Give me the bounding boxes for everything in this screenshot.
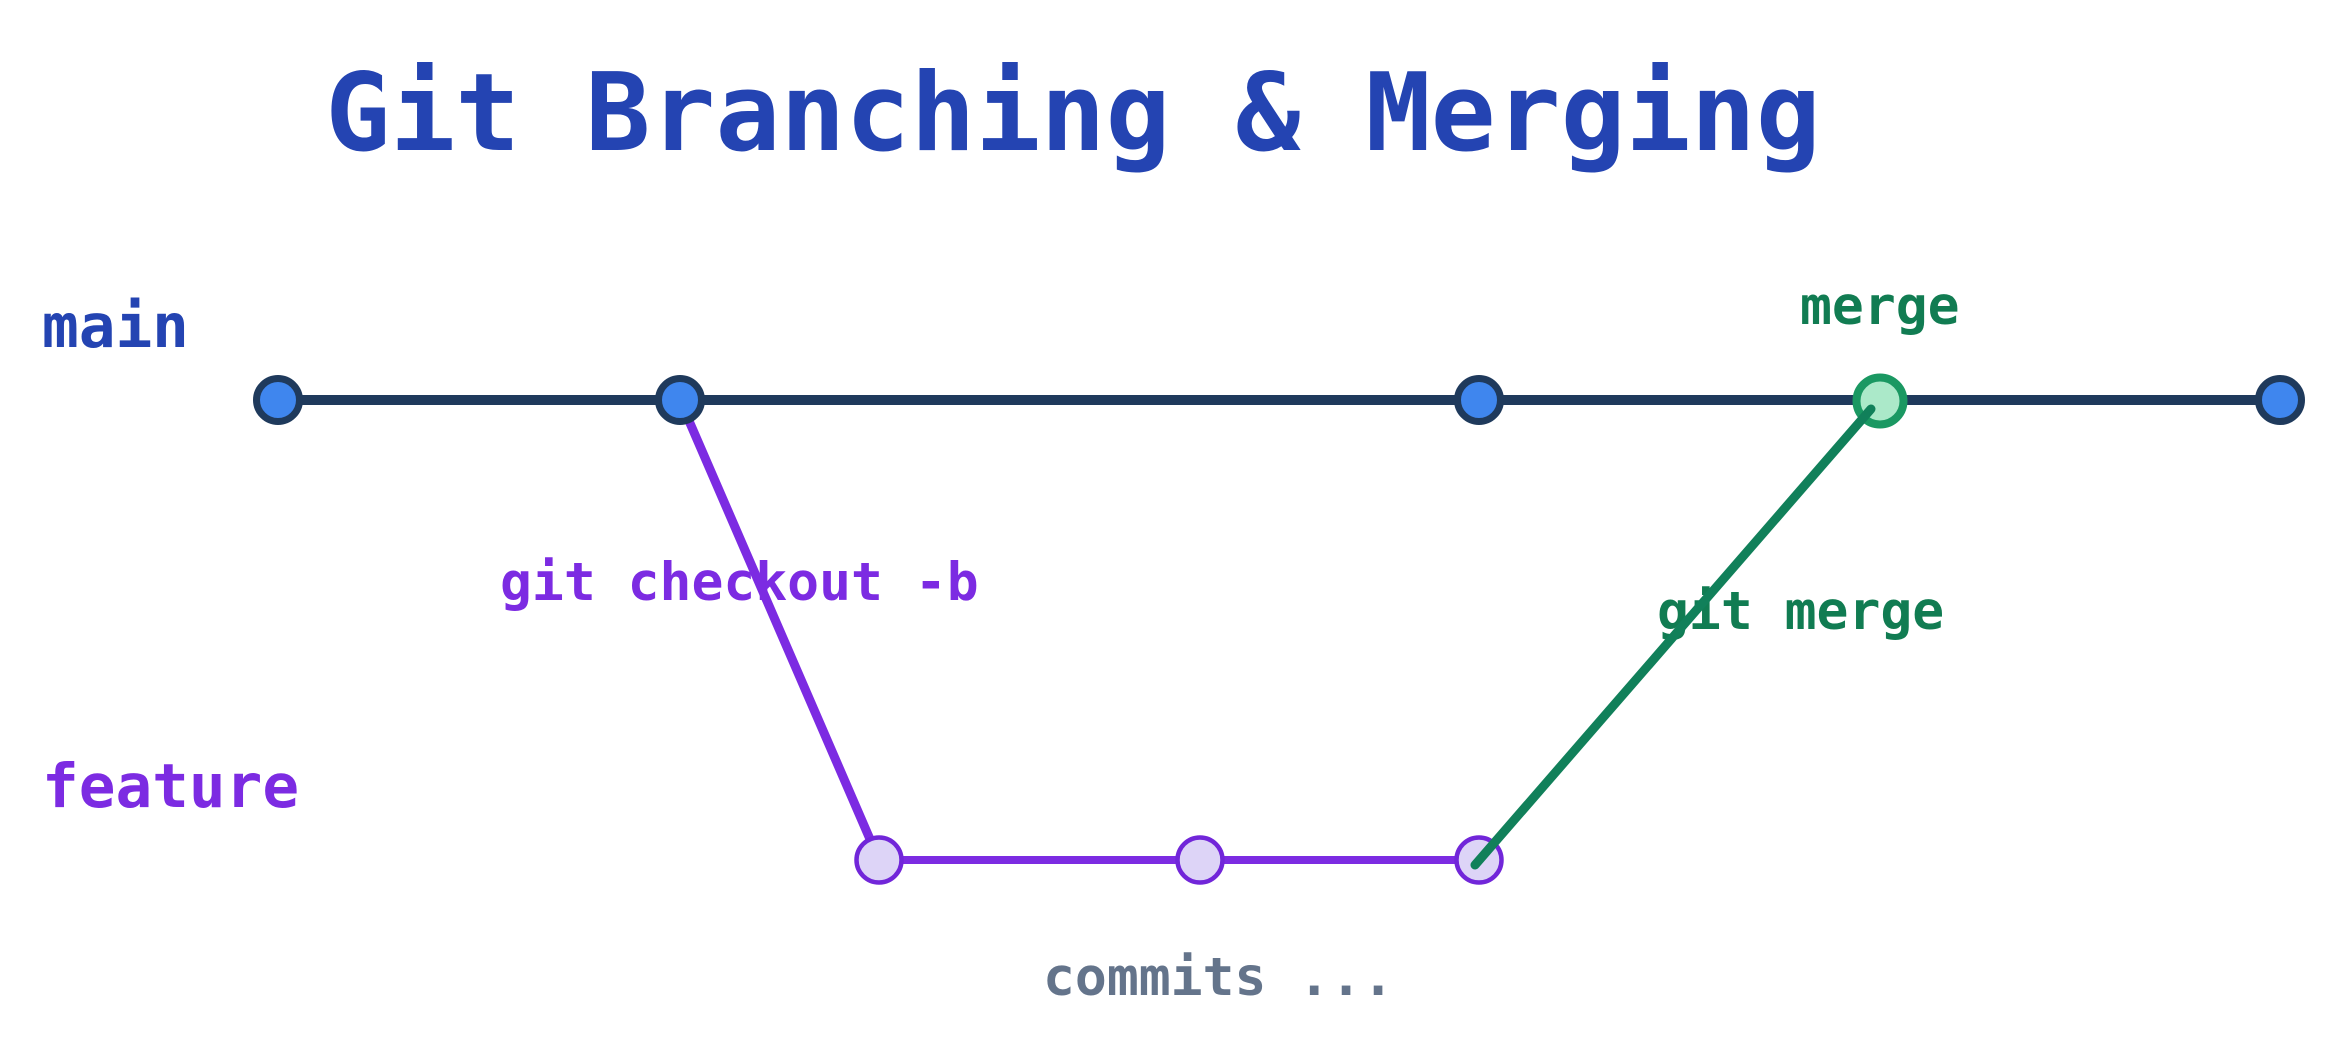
checkout-branch-line <box>675 395 884 865</box>
main-commit-node-3 <box>1454 375 1504 425</box>
feature-commit-node-2 <box>1175 835 1225 885</box>
main-commit-node-4 <box>2255 375 2305 425</box>
main-commit-node-1 <box>253 375 303 425</box>
feature-commit-node-1 <box>854 835 904 885</box>
feature-branch-label: feature <box>42 751 299 822</box>
diagram-title: Git Branching & Merging <box>325 51 1821 176</box>
merge-line <box>1470 404 1876 870</box>
checkout-command-label: git checkout -b <box>500 552 979 613</box>
main-commit-node-2 <box>655 375 705 425</box>
merge-annotation-label: merge <box>1800 276 1960 337</box>
commits-ellipsis-label: commits ... <box>1043 947 1394 1008</box>
main-branch-label: main <box>42 291 189 362</box>
merge-command-label: git merge <box>1657 581 1944 642</box>
